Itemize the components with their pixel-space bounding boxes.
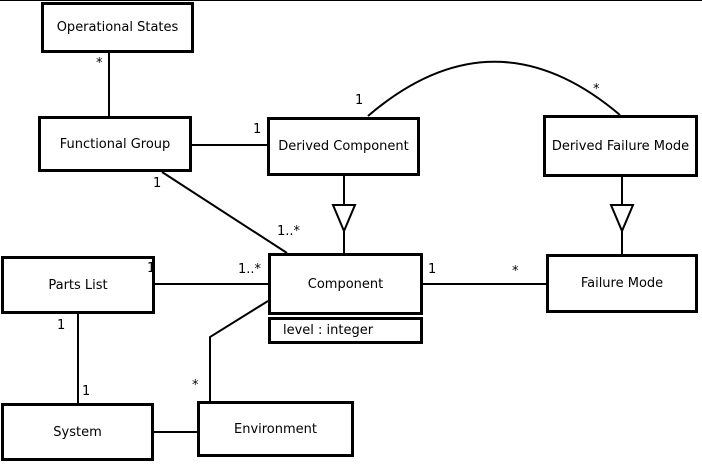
generalization-triangle-icon bbox=[331, 204, 357, 234]
class-attribute-compartment[interactable]: level : integer bbox=[268, 317, 423, 344]
class-label: Derived Component bbox=[278, 139, 409, 154]
attribute-label: level : integer bbox=[283, 323, 374, 338]
class-name-compartment[interactable]: Component bbox=[268, 253, 423, 315]
class-box-operational-states[interactable]: Operational States bbox=[41, 2, 194, 53]
class-label: Parts List bbox=[48, 277, 108, 293]
class-box-derived-failure-mode[interactable]: Derived Failure Mode bbox=[543, 115, 698, 177]
class-box-environment[interactable]: Environment bbox=[197, 401, 354, 457]
multiplicity-parts-list-system-bottom: 1 bbox=[82, 384, 91, 399]
multiplicity-arc-derived-failure-mode-end: * bbox=[593, 82, 600, 97]
class-box-component[interactable]: Component level : integer bbox=[268, 253, 423, 344]
multiplicity-operational-states: * bbox=[96, 56, 103, 71]
class-label: Functional Group bbox=[59, 136, 171, 152]
multiplicity-component-end-from-parts-list: 1..* bbox=[238, 262, 262, 277]
multiplicity-component-end-from-failure-mode: 1 bbox=[428, 262, 437, 277]
multiplicity-environment-end: * bbox=[192, 378, 199, 393]
class-box-system[interactable]: System bbox=[1, 403, 154, 461]
class-box-functional-group[interactable]: Functional Group bbox=[38, 116, 192, 172]
multiplicity-parts-list-end: 1 bbox=[147, 261, 156, 276]
multiplicity-functional-group-end: 1 bbox=[153, 176, 162, 191]
class-label: System bbox=[53, 424, 102, 440]
multiplicity-derived-component-end: 1 bbox=[253, 122, 262, 137]
edge-environment-component[interactable] bbox=[209, 300, 269, 401]
class-label: Environment bbox=[233, 421, 317, 437]
class-box-parts-list[interactable]: Parts List bbox=[1, 256, 155, 314]
class-box-failure-mode[interactable]: Failure Mode bbox=[546, 254, 698, 313]
class-label: Failure Mode bbox=[580, 276, 664, 291]
multiplicity-arc-derived-component-end: 1 bbox=[355, 93, 364, 108]
multiplicity-component-end-from-functional-group: 1..* bbox=[277, 224, 301, 239]
multiplicity-failure-mode-end: * bbox=[512, 264, 519, 279]
class-label: Derived Failure Mode bbox=[551, 138, 690, 154]
edge-derived-component-derived-failure-mode-arc[interactable] bbox=[367, 60, 621, 117]
class-label: Operational States bbox=[56, 20, 179, 35]
generalization-triangle-icon bbox=[609, 204, 635, 234]
multiplicity-parts-list-system-top: 1 bbox=[57, 318, 66, 333]
class-box-derived-component[interactable]: Derived Component bbox=[267, 117, 420, 176]
edge-functional-group-component[interactable] bbox=[161, 171, 288, 254]
class-label: Component bbox=[307, 276, 384, 292]
